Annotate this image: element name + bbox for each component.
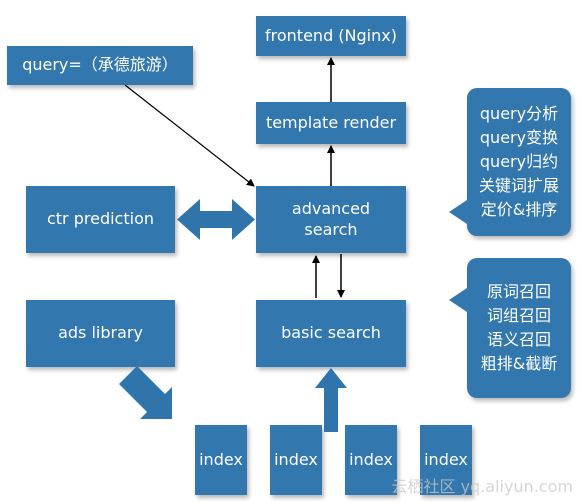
basic-search-note: 原词召回 词组召回 语义召回 粗排&截断 bbox=[449, 258, 571, 398]
basic-search-box: basic search bbox=[256, 300, 406, 367]
watermark-text: 云栖社区 yq.aliyun.com bbox=[391, 477, 573, 496]
frontend-label: frontend (Nginx) bbox=[265, 25, 397, 45]
advanced-search-label-line1: advanced bbox=[291, 198, 371, 218]
index-label-1: index bbox=[199, 449, 243, 469]
note-item: 关键词扩展 bbox=[478, 176, 559, 195]
index-label-3: index bbox=[349, 449, 393, 469]
note-item: 语义召回 bbox=[486, 330, 551, 349]
note-item: query分析 bbox=[479, 104, 559, 123]
note-item: 词组召回 bbox=[486, 306, 551, 325]
basic-search-note-tail bbox=[449, 288, 467, 312]
ctr-prediction-label: ctr prediction bbox=[46, 209, 154, 229]
ctr-prediction-box: ctr prediction bbox=[26, 186, 175, 253]
frontend-box: frontend (Nginx) bbox=[256, 16, 406, 56]
advanced-search-note-tail bbox=[449, 200, 467, 224]
query-box: query=（承德旅游） bbox=[7, 46, 193, 85]
index-box-3: index bbox=[345, 425, 397, 495]
ads-library-label: ads library bbox=[58, 323, 143, 343]
query-label: query=（承德旅游） bbox=[22, 55, 178, 75]
index-box-2: index bbox=[270, 425, 322, 495]
note-item: 原词召回 bbox=[486, 282, 551, 301]
index-label-4: index bbox=[424, 449, 468, 469]
arrow-query-to-advanced bbox=[124, 84, 255, 187]
advanced-search-note: query分析 query变换 query归约 关键词扩展 定价&排序 bbox=[449, 88, 571, 236]
advanced-search-box: advanced search bbox=[256, 186, 406, 253]
template-render-label: template render bbox=[265, 112, 397, 132]
note-item: query归约 bbox=[479, 152, 559, 171]
double-arrow-ctr-advanced bbox=[177, 199, 255, 240]
note-item: 粗排&截断 bbox=[480, 354, 558, 373]
block-arrow-ads-to-index bbox=[119, 366, 172, 419]
basic-search-label: basic search bbox=[281, 323, 381, 343]
note-item: query变换 bbox=[479, 128, 559, 147]
ads-library-box: ads library bbox=[26, 300, 175, 367]
template-render-box: template render bbox=[256, 102, 406, 144]
advanced-search-label-line2: search bbox=[304, 219, 358, 239]
index-box-4: index bbox=[420, 425, 472, 495]
block-arrow-index-to-basic bbox=[315, 368, 347, 432]
note-item: 定价&排序 bbox=[480, 200, 558, 219]
index-box-1: index bbox=[195, 425, 247, 495]
index-label-2: index bbox=[274, 449, 318, 469]
